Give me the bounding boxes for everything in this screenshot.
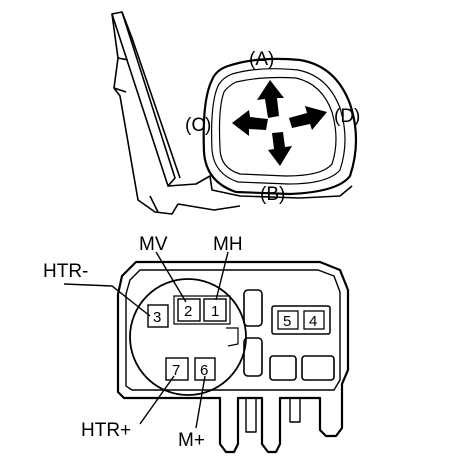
pin-number-3: 3: [153, 309, 161, 326]
pin-7-box: [165, 357, 189, 381]
pin-number-6: 6: [200, 362, 208, 379]
pin-4-box: [303, 310, 325, 330]
label-htr-minus: HTR-: [43, 261, 88, 282]
label-m-plus: M+: [178, 430, 205, 451]
label-mh: MH: [213, 234, 243, 255]
direction-label-c: (C): [185, 115, 211, 136]
pin-45-housing: [271, 305, 331, 335]
mirror-glass: [202, 57, 358, 196]
leader-lines: [63, 251, 229, 429]
label-htr-plus: HTR+: [81, 420, 131, 441]
pin-2-box: [177, 298, 201, 322]
pin-number-1: 1: [211, 303, 219, 320]
direction-label-d: (D): [334, 106, 360, 127]
mirror-housing: [111, 11, 353, 215]
arrow-left-icon: [232, 110, 268, 136]
arrow-right-icon: [289, 106, 327, 130]
label-mv: MV: [139, 234, 168, 255]
pin-5-box: [277, 310, 299, 330]
arrow-up-icon: [257, 80, 284, 118]
pin-1-box: [203, 298, 227, 322]
arrow-down-icon: [268, 132, 292, 166]
direction-arrows: [232, 80, 327, 166]
pin-number-4: 4: [309, 313, 317, 330]
connector-body: [116, 260, 350, 454]
direction-label-b: (B): [260, 184, 285, 205]
pin-highlight-circle: [129, 278, 247, 396]
pin-number-5: 5: [283, 313, 291, 330]
pin-number-7: 7: [172, 362, 180, 379]
pin-number-2: 2: [184, 303, 192, 320]
pin-3-box: [147, 304, 169, 328]
pin-boxes: [147, 295, 239, 381]
direction-label-a: (A): [249, 49, 274, 70]
